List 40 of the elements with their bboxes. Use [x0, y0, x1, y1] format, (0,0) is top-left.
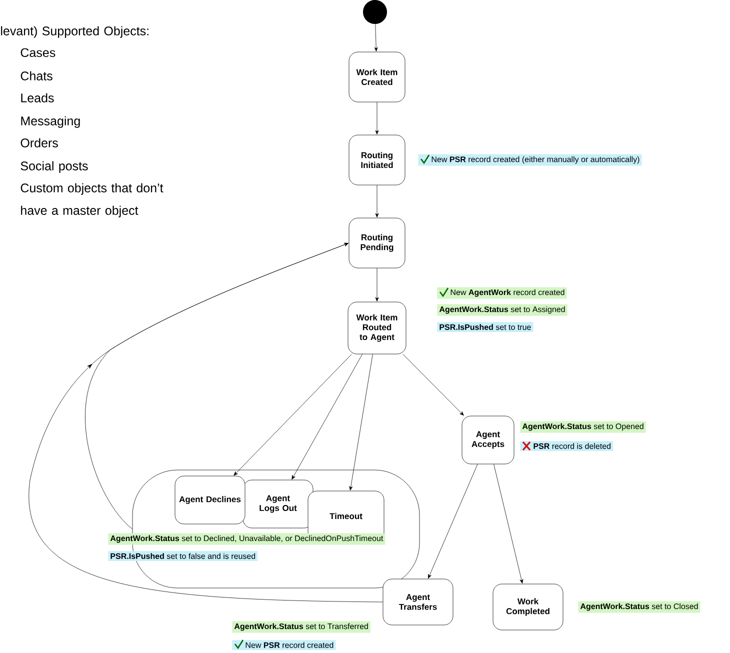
list-text: Social posts [20, 161, 88, 173]
note-label: AgentWork.Status set to Declined, Unavailable, or DeclinedOnPushTimeout [108, 533, 386, 545]
note-label: PSR.IsPushed set to true [437, 322, 534, 332]
list-text: Leads [21, 93, 54, 102]
note-label: PSR.IsPushed set to false and is reused [108, 551, 258, 561]
arrow [292, 354, 362, 480]
list-text: Custom objects that don’t have a master object [20, 183, 164, 218]
state-box: Work Item Created [348, 52, 406, 102]
arrow [494, 464, 524, 584]
note-label: AgentWork.Status set to Closed [578, 601, 700, 613]
note-label: AgentWork.Status set to Assigned [437, 304, 568, 316]
arrow [349, 354, 373, 490]
note-label: AgentWork.Status set to Transferred [232, 621, 370, 633]
arrow [375, 268, 379, 302]
arrow [234, 354, 352, 476]
list-text: Chats [20, 71, 52, 80]
state-box: Agent Accepts [462, 416, 514, 464]
start-dot [363, 0, 387, 24]
state-box: Work Item Routed to Agent [348, 302, 406, 354]
arrow [428, 464, 478, 579]
state-box: Routing Pending [348, 218, 406, 268]
arrow [29, 242, 383, 602]
list-text: Orders [20, 138, 58, 148]
list-text: Messaging [21, 116, 80, 128]
arrow [375, 102, 379, 134]
arrow [375, 185, 379, 218]
list-text: Cases [20, 48, 56, 58]
arrow [402, 354, 464, 416]
note-label: AgentWork.Status set to Opened [520, 421, 646, 433]
note-label: New PSR record created (either manually or automatically) [418, 154, 642, 166]
state-box: Agent Logs Out [242, 480, 314, 528]
note-label: PSR record is deleted [520, 441, 614, 451]
note-label: New PSR record created [232, 640, 336, 650]
state-box: Routing Initiated [348, 134, 406, 186]
note-label: New AgentWork record created [437, 287, 567, 299]
state-box: Work Completed [492, 584, 564, 630]
state-box: Agent Declines [174, 476, 246, 524]
state-box: Agent Transfers [382, 578, 454, 626]
arrow [374, 24, 378, 52]
list-text: levant) Supported Objects: [1, 26, 148, 38]
